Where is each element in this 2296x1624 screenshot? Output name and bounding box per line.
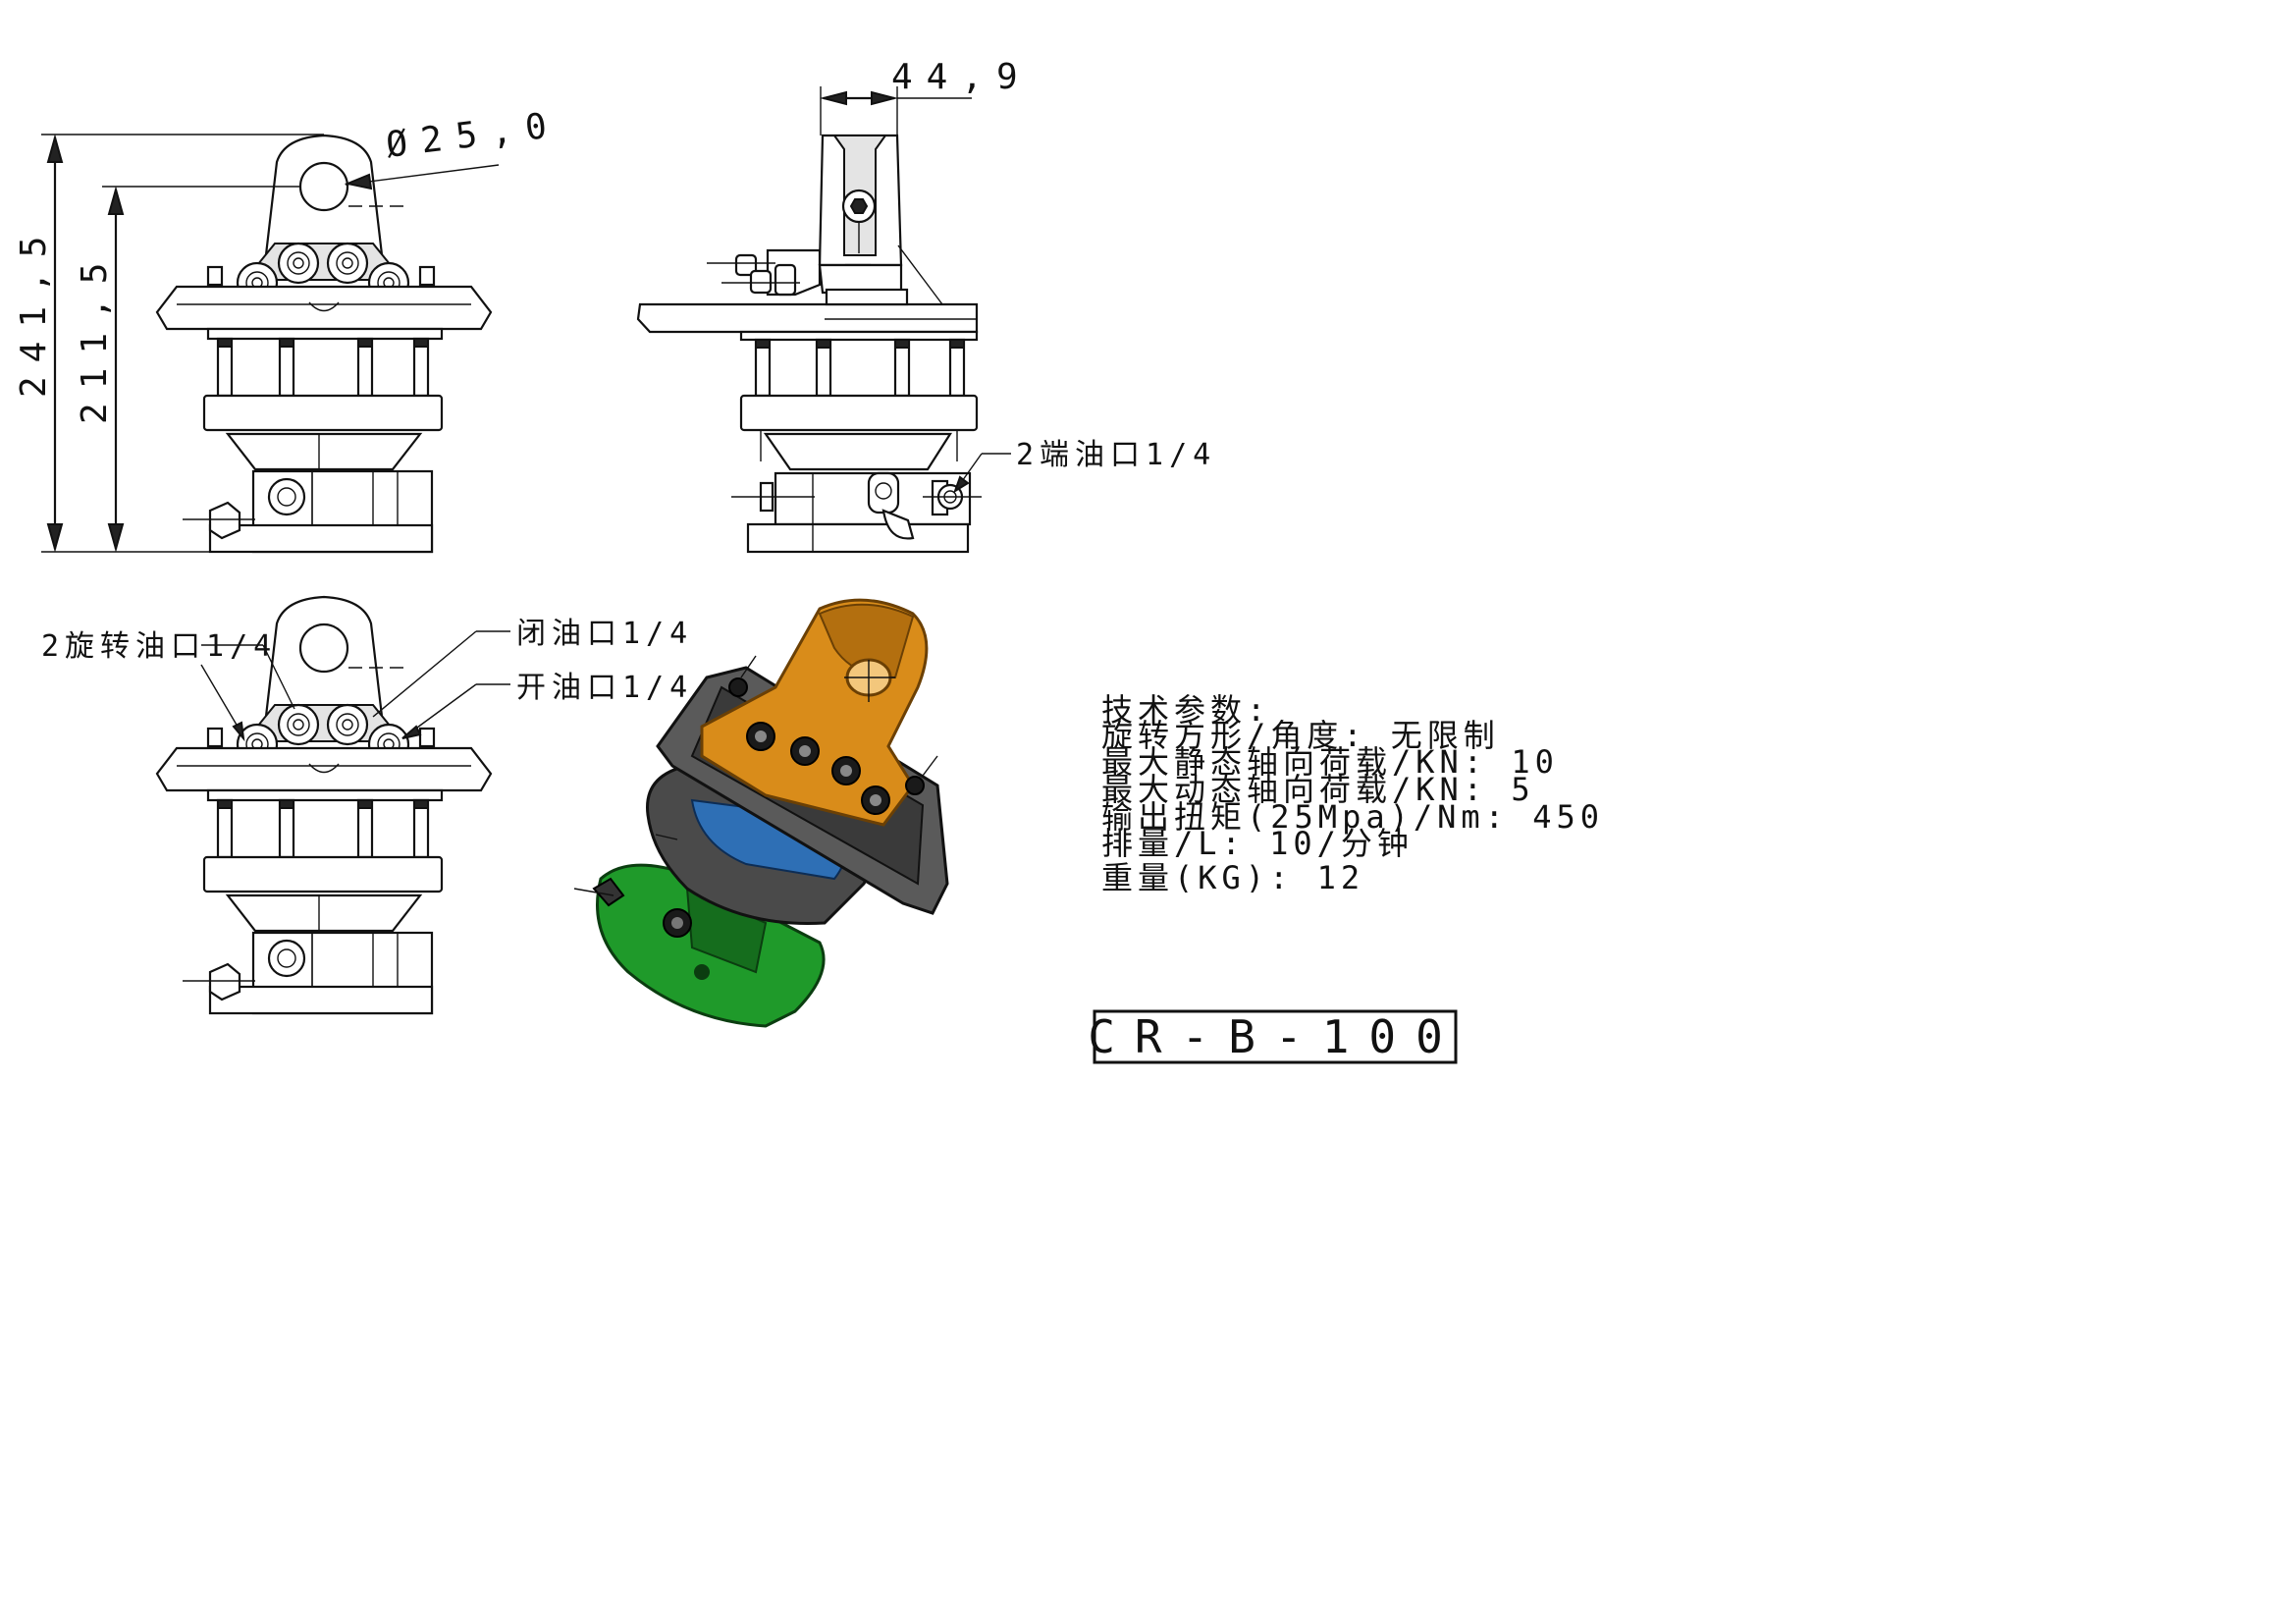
- spec-weight: 重量(KG): 12: [1101, 859, 1364, 896]
- dimension-lug-width: 44,9: [820, 57, 1032, 135]
- spec-rotation: 旋转方形/角度: 无限制: [1101, 717, 1500, 754]
- spec-output-torque: 输出扭矩(25Mpa)/Nm: 450: [1101, 798, 1604, 836]
- dimension-label-44: 44,9: [891, 57, 1032, 97]
- callout-open-port: 开油口1/4: [401, 671, 693, 739]
- callout-side-port: 2端油口1/4: [953, 438, 1216, 494]
- title-block: CR-B-100: [1088, 1009, 1463, 1064]
- callout-close-port: 闭油口1/4: [372, 617, 693, 718]
- dimension-label-241: 241,5: [14, 223, 54, 398]
- dimension-label-diameter: Ø25,0: [384, 105, 562, 166]
- spec-max-static-axial: 最大静态轴向荷载/KN: 10: [1101, 743, 1559, 781]
- callout-rotation-port-label: 2旋转油口1/4: [41, 629, 277, 664]
- callout-close-port-label: 闭油口1/4: [516, 617, 693, 651]
- spec-max-dynamic-axial: 最大动态轴向荷载/KN: 5: [1101, 771, 1535, 808]
- dimension-bore-diameter: Ø25,0: [344, 105, 562, 190]
- technical-specs: 技术参数: 旋转方形/角度: 无限制 最大静态轴向荷载/KN: 10 最大动态轴…: [1101, 691, 1604, 896]
- callout-open-port-label: 开油口1/4: [516, 671, 693, 705]
- side-view: [636, 134, 982, 554]
- isometric-render: [573, 598, 949, 1028]
- callout-rotation-port: 2旋转油口1/4: [41, 629, 295, 742]
- dimension-overall-height: 241,5: [14, 134, 324, 553]
- spec-heading: 技术参数:: [1101, 691, 1270, 729]
- dimension-label-211: 211,5: [75, 249, 115, 424]
- title-block-model: CR-B-100: [1088, 1010, 1463, 1063]
- callout-side-port-label: 2端油口1/4: [1016, 438, 1216, 472]
- front-view: [155, 134, 493, 554]
- dimension-bore-height: 211,5: [75, 186, 299, 553]
- spec-displacement: 排量/L: 10/分钟: [1101, 825, 1414, 862]
